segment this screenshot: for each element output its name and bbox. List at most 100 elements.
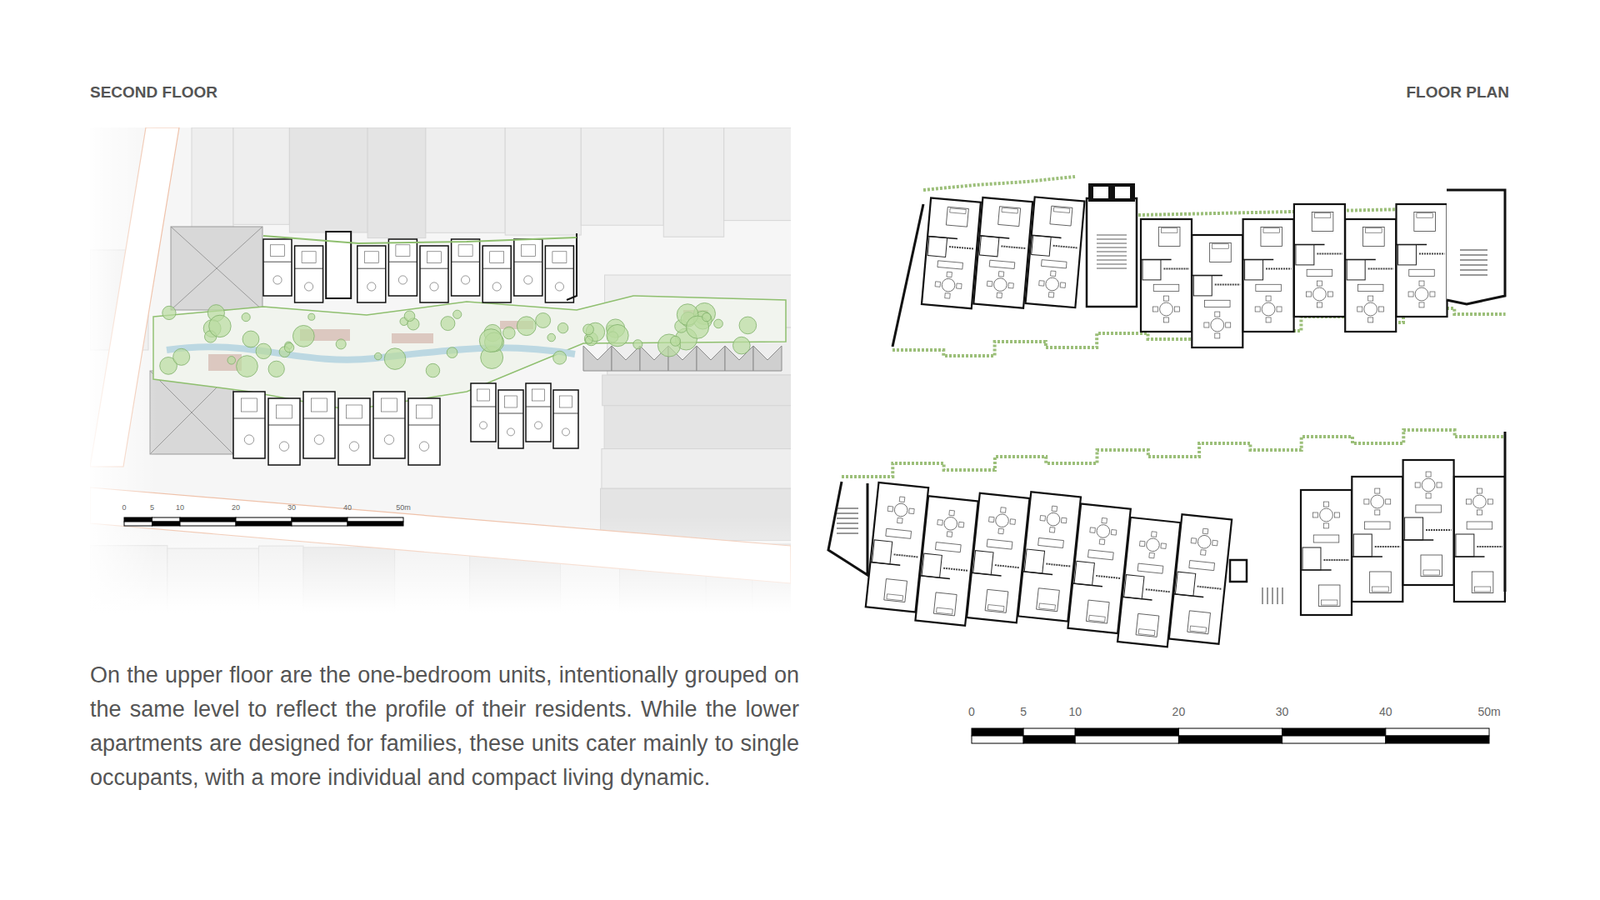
tree xyxy=(733,336,751,355)
chair xyxy=(946,531,953,538)
unit-wall xyxy=(1403,460,1455,585)
chair xyxy=(1204,322,1210,328)
tree xyxy=(284,342,294,352)
tree xyxy=(308,313,315,320)
bathroom xyxy=(1124,575,1145,600)
tree xyxy=(657,334,680,357)
tree xyxy=(255,343,271,359)
heading: SECOND FLOOR xyxy=(90,84,218,100)
bed xyxy=(933,592,957,616)
chair xyxy=(1265,317,1271,323)
table xyxy=(349,441,359,451)
unit-wall xyxy=(1191,235,1243,348)
building-edge xyxy=(566,233,577,300)
chair xyxy=(887,505,894,512)
scale-segment xyxy=(1178,728,1282,736)
chair xyxy=(1385,499,1391,505)
chair xyxy=(998,528,1005,535)
kitchen-counter xyxy=(1197,586,1223,590)
tree xyxy=(227,356,236,365)
stair-tread xyxy=(1096,239,1127,240)
stair-core xyxy=(1086,198,1137,307)
pillow xyxy=(1474,586,1491,592)
unit xyxy=(545,245,574,303)
sawtooth-roof xyxy=(696,345,725,371)
chair xyxy=(899,496,905,503)
chair xyxy=(986,280,993,287)
sofa xyxy=(1087,550,1114,560)
partition xyxy=(357,268,386,270)
pillow xyxy=(1314,213,1331,218)
bed xyxy=(1260,226,1283,246)
bed xyxy=(1318,585,1340,607)
planter-hedge xyxy=(923,176,1075,190)
chair xyxy=(1305,291,1311,297)
furniture xyxy=(552,251,567,264)
pillow xyxy=(1320,600,1338,605)
chair xyxy=(988,516,995,523)
unit xyxy=(268,398,300,465)
table xyxy=(367,282,376,291)
table xyxy=(244,435,254,445)
stair-tread xyxy=(1096,268,1127,270)
tree xyxy=(446,347,458,359)
scale-number: 5 xyxy=(1020,705,1027,718)
chair xyxy=(935,281,941,288)
outer-wall xyxy=(892,204,924,347)
chair xyxy=(949,510,955,516)
pillow xyxy=(1138,629,1155,636)
tree xyxy=(242,330,260,348)
bed xyxy=(1050,205,1073,226)
sofa xyxy=(1153,284,1180,291)
apartment-unit xyxy=(1396,204,1448,317)
bed xyxy=(884,579,908,603)
unit xyxy=(295,245,324,303)
stair-tread xyxy=(1096,255,1127,257)
scale-number: 10 xyxy=(1068,705,1082,718)
kitchen-counter xyxy=(1425,529,1452,531)
kitchen-counter xyxy=(1368,267,1395,270)
sofa xyxy=(1255,284,1282,291)
tree xyxy=(583,324,595,335)
sofa xyxy=(1415,505,1442,513)
chair xyxy=(1316,280,1322,286)
chair xyxy=(1313,512,1319,518)
lift-door xyxy=(1115,186,1130,199)
tree xyxy=(335,339,346,350)
neighbour-building xyxy=(367,127,426,239)
lower-block xyxy=(828,430,1506,653)
table xyxy=(1095,524,1110,539)
scale-segment xyxy=(971,735,1024,744)
bathroom xyxy=(1302,547,1321,570)
furniture xyxy=(532,389,545,401)
scale-number: 40 xyxy=(343,504,352,512)
table xyxy=(314,435,324,445)
bed xyxy=(1363,226,1385,246)
chair xyxy=(1476,488,1482,494)
partition xyxy=(303,418,335,420)
pillow xyxy=(1053,207,1070,214)
chair xyxy=(1436,482,1442,488)
neighbour-building xyxy=(602,375,791,406)
chair xyxy=(1327,291,1333,297)
bathroom xyxy=(871,540,892,565)
tree xyxy=(553,350,567,365)
tree xyxy=(633,340,643,350)
table xyxy=(279,441,289,451)
apartment-unit xyxy=(1351,476,1403,602)
furniture xyxy=(381,398,398,412)
bathroom xyxy=(1295,245,1315,265)
chair xyxy=(1050,270,1057,277)
apartment-unit xyxy=(1140,219,1192,332)
unit-wall xyxy=(1140,219,1192,332)
partition xyxy=(514,261,543,263)
scale-segment xyxy=(1178,735,1282,744)
partition xyxy=(553,413,579,415)
scale-segment xyxy=(1282,735,1386,744)
tree xyxy=(502,326,515,340)
furniture xyxy=(520,245,535,257)
scale-segment xyxy=(124,521,153,526)
bed xyxy=(945,206,969,227)
table xyxy=(1415,287,1429,301)
pillow xyxy=(950,208,967,215)
